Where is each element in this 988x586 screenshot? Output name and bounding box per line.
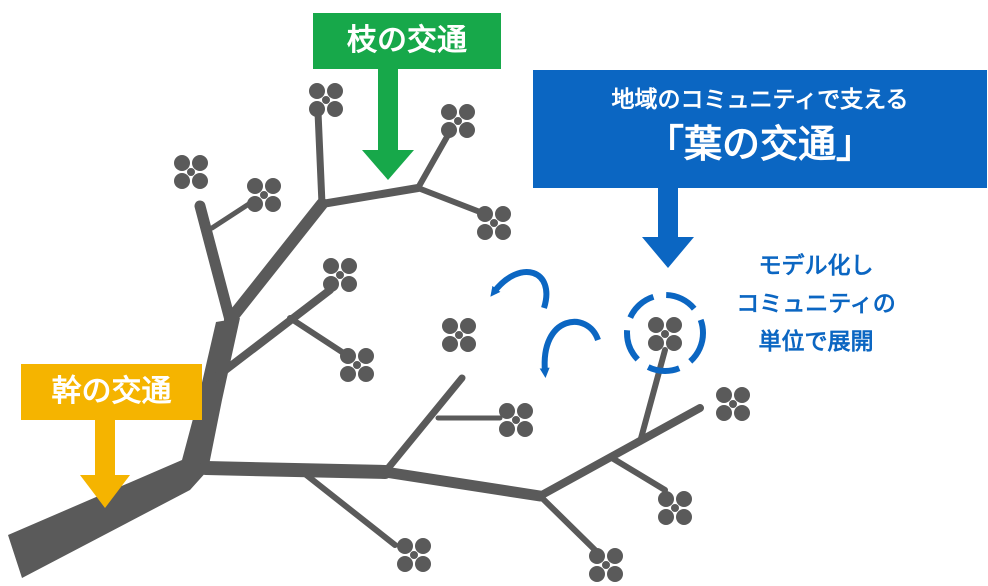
model-note-line: コミュニティの	[736, 291, 896, 317]
leaf-cluster	[658, 491, 692, 525]
leaf-cluster	[441, 104, 475, 138]
model-highlight-ring	[624, 292, 706, 374]
tree-branch	[537, 493, 598, 553]
tree-trunk	[8, 318, 240, 578]
tree-branch	[314, 108, 326, 208]
trunk-arrow	[80, 420, 130, 508]
tree-branch	[381, 374, 466, 476]
leaf-clusters	[174, 83, 750, 582]
tree-branch	[199, 461, 392, 479]
tree-branch	[318, 184, 422, 208]
tree-branch	[287, 315, 345, 355]
tree-branch	[379, 466, 546, 502]
model-expansion-note: モデル化し コミュニティの 単位で展開	[716, 247, 916, 361]
tree-branch	[536, 404, 704, 500]
leaf-cluster	[499, 403, 533, 437]
leaf-cluster	[323, 258, 357, 292]
leaf-arrow	[642, 182, 694, 268]
expand-arrow-lower	[539, 318, 601, 378]
tree-branch	[211, 286, 334, 382]
tree-branch	[415, 185, 483, 215]
leaf-cluster	[340, 348, 374, 382]
leaf-cluster	[648, 317, 682, 351]
leaf-traffic-title: 「葉の交通」	[645, 122, 874, 166]
model-note-line: 単位で展開	[758, 329, 874, 355]
branch-traffic-label: 枝の交通	[313, 13, 501, 69]
leaf-cluster	[247, 178, 281, 212]
tree-branch	[637, 347, 668, 445]
leaf-cluster	[477, 206, 511, 240]
model-note-line: モデル化し	[758, 253, 874, 279]
leaf-cluster	[397, 538, 431, 572]
tree	[8, 108, 704, 578]
tree-branch	[415, 125, 455, 191]
leaf-cluster	[309, 83, 343, 117]
branch-arrow	[362, 69, 414, 180]
tree-branch	[224, 198, 328, 326]
leaf-cluster	[716, 387, 750, 421]
leaf-traffic-callout: 地域のコミュニティで支える 「葉の交通」	[533, 70, 987, 188]
leaf-cluster	[442, 318, 476, 352]
leaf-traffic-subtitle: 地域のコミュニティで支える	[611, 87, 909, 113]
leaf-cluster	[589, 548, 623, 582]
tree-branch	[194, 200, 236, 326]
tree-branch	[609, 455, 668, 493]
tree-branch	[297, 467, 398, 548]
trunk-traffic-label: 幹の交通	[21, 364, 202, 420]
expand-arrow-upper	[490, 269, 550, 309]
leaf-cluster	[174, 155, 208, 189]
